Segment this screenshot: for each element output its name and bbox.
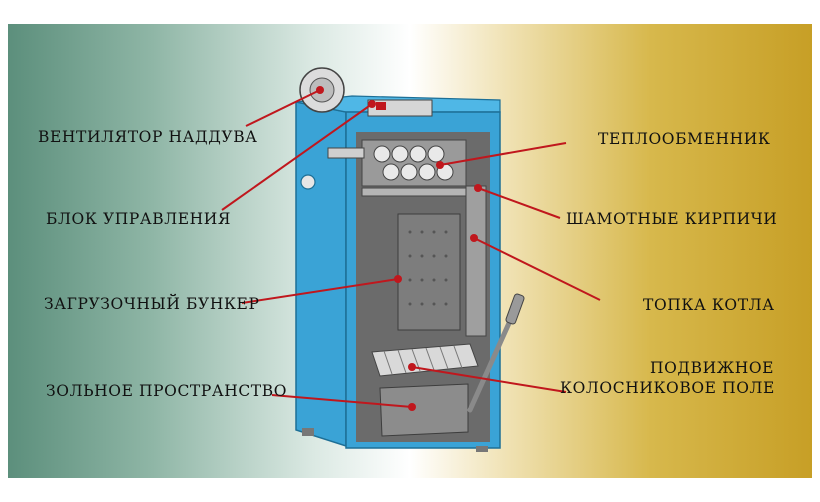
- label-heat-exchanger: ТЕПЛООБМЕННИК: [598, 130, 770, 148]
- dot-bricks: [474, 184, 482, 192]
- boiler-body: [296, 68, 525, 452]
- label-moving-grate-line1: ПОДВИЖНОЕ: [650, 359, 774, 377]
- dot-fan: [316, 86, 324, 94]
- dot-control: [368, 100, 376, 108]
- dot-heat-exchanger: [436, 161, 444, 169]
- dot-ash: [408, 403, 416, 411]
- label-control-unit: БЛОК УПРАВЛЕНИЯ: [46, 210, 231, 228]
- label-moving-grate-line2: КОЛОСНИКОВОЕ ПОЛЕ: [560, 379, 775, 397]
- label-loading-hopper: ЗАГРУЗОЧНЫЙ БУНКЕР: [44, 295, 260, 313]
- dot-furnace: [470, 234, 478, 242]
- dot-grate: [408, 363, 416, 371]
- label-fan: ВЕНТИЛЯТОР НАДДУВА: [38, 128, 258, 146]
- label-ash-space: ЗОЛЬНОЕ ПРОСТРАНСТВО: [46, 382, 287, 400]
- label-chamotte-bricks: ШАМОТНЫЕ КИРПИЧИ: [566, 210, 777, 228]
- dot-hopper: [394, 275, 402, 283]
- label-furnace: ТОПКА КОТЛА: [643, 296, 775, 314]
